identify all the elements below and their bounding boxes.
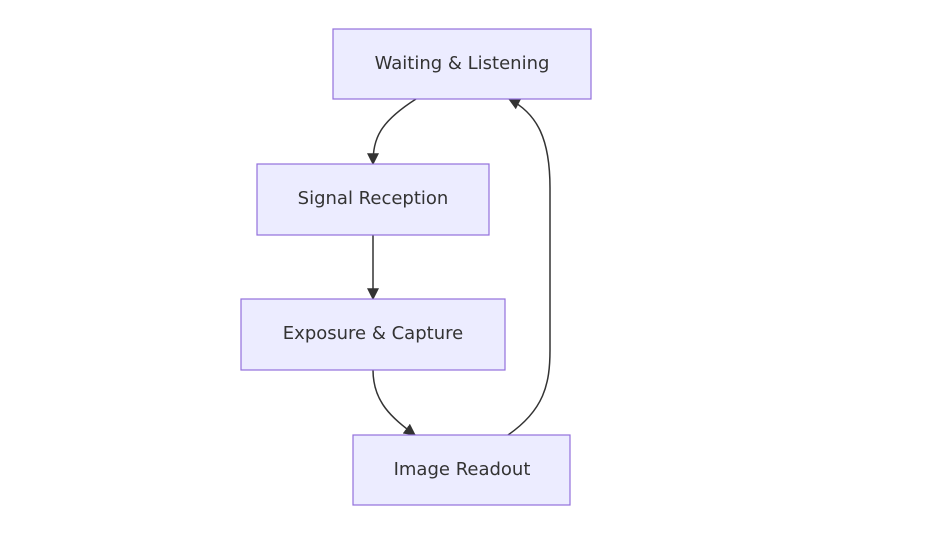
nodes-layer: Waiting & Listening Signal Reception Exp…: [240, 28, 592, 506]
node-exposure-capture-box: [240, 298, 506, 371]
node-image-readout-label: Image Readout: [394, 459, 531, 480]
edge-readout-to-waiting: [507, 98, 551, 436]
node-waiting-listening-box: [332, 28, 592, 100]
node-signal-reception-box: [256, 163, 490, 236]
edge-exposure-to-readout: [372, 369, 416, 436]
node-exposure-capture: Exposure & Capture: [240, 298, 506, 371]
node-exposure-capture-label: Exposure & Capture: [283, 323, 463, 344]
node-signal-reception-label: Signal Reception: [298, 188, 449, 209]
node-image-readout: Image Readout: [352, 434, 571, 506]
node-image-readout-box: [352, 434, 571, 506]
edge-waiting-to-signal: [367, 98, 417, 166]
node-waiting-listening-label: Waiting & Listening: [375, 53, 550, 74]
node-signal-reception: Signal Reception: [256, 163, 490, 236]
edges-layer: [367, 98, 551, 436]
node-waiting-listening: Waiting & Listening: [332, 28, 592, 100]
